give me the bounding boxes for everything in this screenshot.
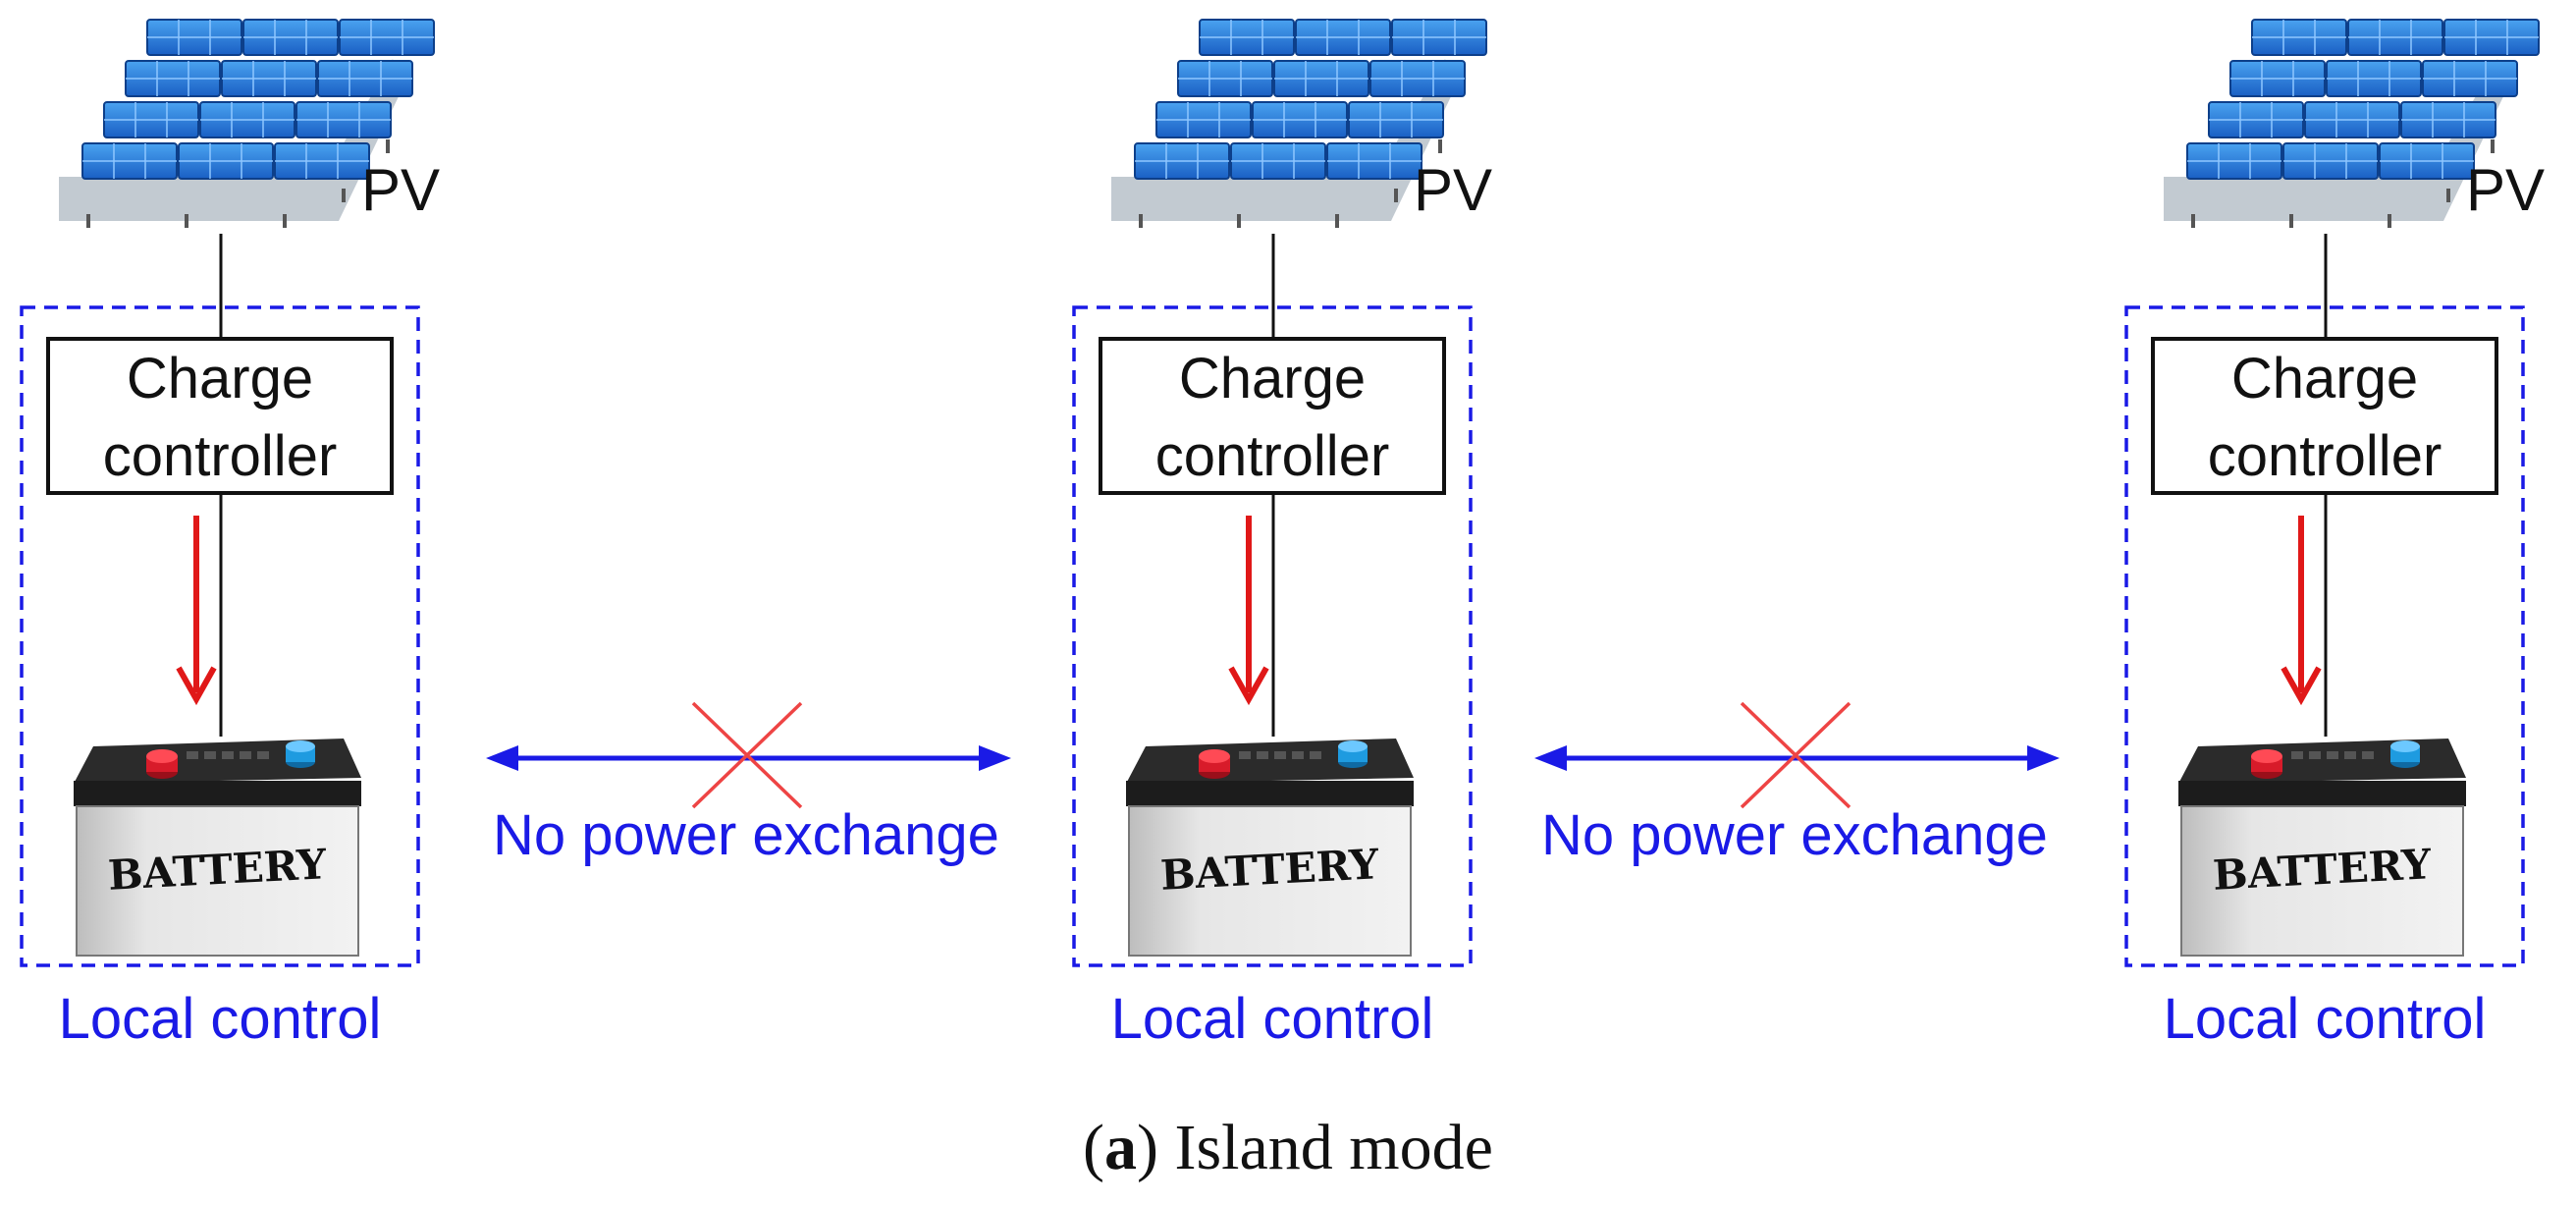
pv-panel-icon: [1111, 19, 1487, 228]
caption-open-paren: (: [1083, 1112, 1104, 1183]
battery-icon: BATTERY: [2178, 739, 2466, 957]
pv-panel-icon: [59, 19, 435, 228]
battery-label: BATTERY: [107, 840, 329, 900]
battery-label: BATTERY: [1159, 840, 1381, 900]
battery-icon: BATTERY: [74, 739, 361, 957]
local-control-label: Local control: [2164, 987, 2487, 1051]
charge-controller-box: [46, 337, 394, 495]
charge-flow-arrow: [176, 516, 217, 706]
local-control-boundary: [20, 305, 420, 967]
controller-label-line2: controller: [2208, 424, 2442, 488]
controller-label-line1: Charge: [2231, 347, 2418, 411]
controller-label-line2: controller: [1155, 424, 1390, 488]
local-control-boundary: [2124, 305, 2525, 967]
blocked-cross-icon: [691, 701, 803, 809]
local-control-label: Local control: [59, 987, 382, 1051]
pv-label: PV: [2466, 157, 2545, 223]
pv-label: PV: [1414, 157, 1492, 223]
blocked-cross-icon: [1740, 701, 1852, 809]
charge-controller-box: [1099, 337, 1446, 495]
charge-controller-box: [2151, 337, 2498, 495]
caption-close-paren: ): [1137, 1112, 1174, 1183]
battery-label: BATTERY: [2212, 840, 2434, 900]
caption-letter: a: [1104, 1112, 1137, 1183]
battery-icon: BATTERY: [1126, 739, 1414, 957]
power-link-1: No power exchange: [486, 701, 1011, 867]
local-control-label: Local control: [1111, 987, 1434, 1051]
charge-flow-arrow: [2281, 516, 2322, 706]
controller-label-line1: Charge: [1179, 347, 1366, 411]
controller-label-line1: Charge: [127, 347, 313, 411]
controller-label-line2: controller: [103, 424, 338, 488]
pv-label: PV: [361, 157, 440, 223]
caption-text: Island mode: [1175, 1112, 1493, 1183]
power-link-2: No power exchange: [1534, 701, 2060, 867]
no-power-exchange-label: No power exchange: [493, 803, 999, 867]
charge-flow-arrow: [1228, 516, 1269, 706]
local-control-boundary: [1072, 305, 1473, 967]
no-power-exchange-label: No power exchange: [1541, 803, 2048, 867]
figure-caption: (a) Island mode: [1083, 1112, 1493, 1183]
pv-panel-icon: [2164, 19, 2540, 228]
